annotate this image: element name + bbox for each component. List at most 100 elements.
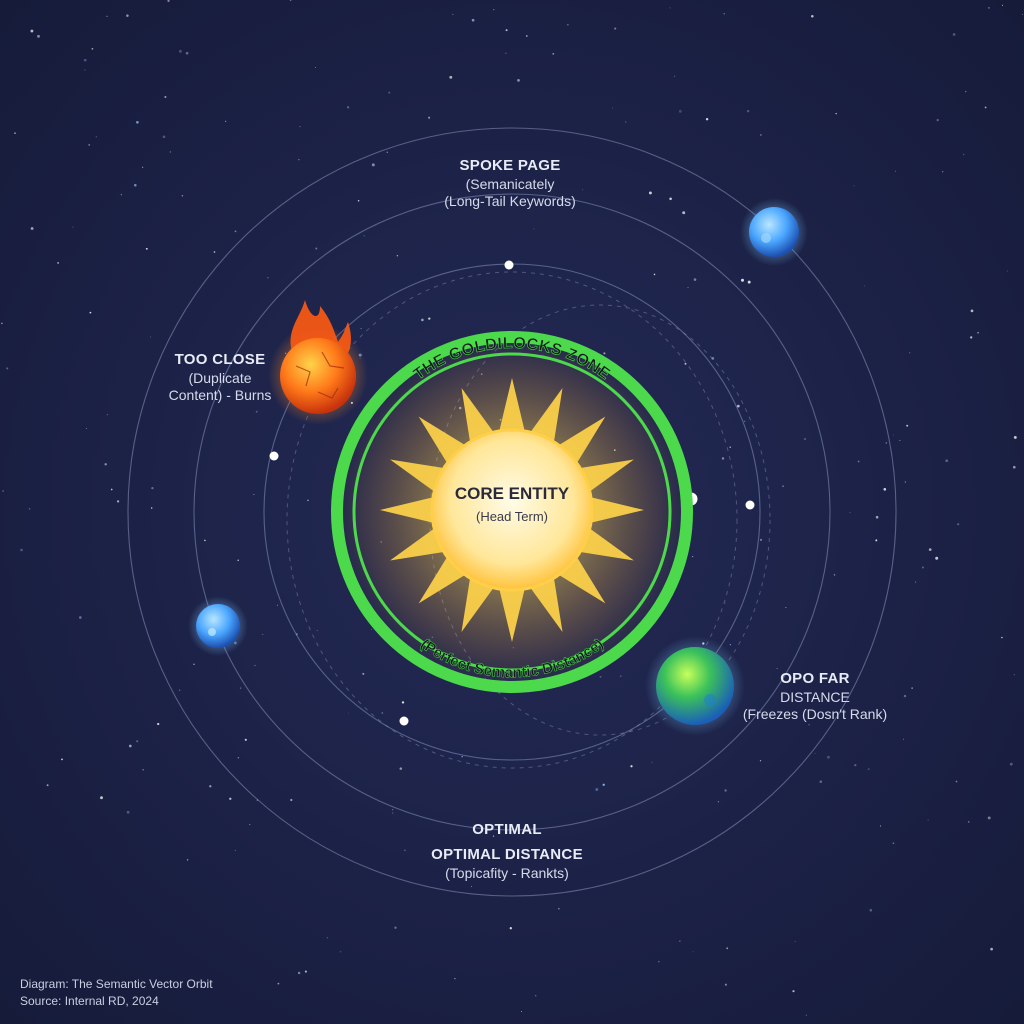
star — [84, 69, 86, 71]
star — [151, 486, 154, 490]
star — [741, 278, 744, 282]
star — [145, 247, 148, 250]
star — [186, 859, 189, 861]
orbit-marker-dot — [745, 500, 755, 510]
star — [911, 687, 913, 689]
star — [289, 0, 292, 1]
star — [304, 970, 307, 973]
star — [169, 151, 171, 153]
star — [164, 95, 167, 99]
star — [977, 331, 979, 334]
star — [316, 629, 318, 631]
star — [853, 185, 855, 187]
star — [6, 367, 9, 370]
optimal-line-1: OPTIMAL DISTANCE — [431, 845, 583, 863]
hot-planet-body — [280, 338, 356, 414]
star — [371, 629, 372, 630]
star — [452, 13, 454, 15]
star — [729, 644, 732, 646]
star — [1009, 762, 1013, 766]
star — [687, 287, 689, 289]
star — [362, 672, 365, 675]
star — [14, 132, 16, 134]
star — [347, 712, 349, 714]
star — [521, 1011, 523, 1013]
star — [360, 328, 362, 330]
star — [136, 120, 139, 124]
star — [106, 15, 108, 17]
star — [388, 91, 391, 94]
cold-planet-spot — [761, 233, 771, 243]
star — [835, 112, 837, 115]
sun-ray — [390, 459, 447, 493]
orbit-marker-dot — [504, 260, 514, 270]
sun-ray — [498, 586, 526, 642]
star — [37, 34, 40, 38]
star — [88, 144, 91, 146]
star — [743, 420, 746, 422]
star — [723, 13, 725, 15]
sun-ray — [498, 378, 526, 434]
star — [867, 768, 870, 771]
star — [449, 75, 453, 79]
star — [57, 261, 60, 264]
star — [392, 809, 394, 811]
star — [277, 982, 280, 985]
sun-core — [430, 428, 594, 592]
caption-line-1: Diagram: The Semantic Vector Orbit — [20, 977, 213, 991]
star — [421, 318, 424, 322]
star — [927, 819, 929, 821]
star — [957, 523, 960, 526]
star — [736, 404, 740, 408]
star — [401, 701, 405, 704]
star — [776, 667, 778, 670]
too-close-title: TOO CLOSE — [174, 351, 266, 368]
star — [471, 18, 475, 22]
star — [224, 120, 227, 123]
sun-ray — [588, 496, 644, 524]
star — [684, 362, 687, 365]
star — [240, 687, 242, 689]
star — [717, 801, 720, 803]
caption-line-2: Source: Internal RD, 2024 — [20, 994, 159, 1009]
star — [962, 153, 965, 156]
star — [648, 191, 652, 195]
too-far-line-2: (Freezes (Dosn't Rank) — [742, 706, 888, 723]
star — [653, 273, 656, 276]
star — [237, 559, 239, 561]
star — [213, 251, 216, 253]
sun-ray — [461, 575, 495, 632]
star — [315, 67, 316, 69]
star — [552, 52, 555, 55]
star — [875, 539, 878, 542]
star — [326, 937, 329, 939]
star — [987, 816, 991, 820]
cold-planet-body — [196, 604, 240, 648]
star — [371, 163, 375, 167]
star — [808, 724, 810, 726]
cold-planet-body — [749, 207, 799, 257]
star — [20, 548, 23, 552]
spoke-page-label: SPOKE PAGE (Semanicately (Long-Tail Keyw… — [400, 157, 620, 211]
star — [915, 581, 917, 583]
star — [363, 235, 365, 237]
star — [1, 322, 3, 325]
cold-planet-spot — [208, 628, 216, 636]
star — [747, 280, 751, 284]
star — [651, 761, 653, 763]
core-subtitle: (Head Term) — [476, 509, 548, 524]
star — [612, 107, 614, 109]
star — [558, 908, 560, 910]
star — [204, 539, 206, 542]
optimal-title: OPTIMAL — [472, 821, 542, 838]
star — [254, 664, 256, 667]
far-planet-spot — [704, 694, 716, 706]
star — [157, 722, 160, 726]
star — [678, 109, 682, 113]
star — [357, 199, 360, 202]
orbit-markers — [269, 260, 755, 726]
dashed-orbit-1 — [286, 271, 738, 769]
star — [307, 499, 309, 502]
star — [811, 14, 814, 18]
